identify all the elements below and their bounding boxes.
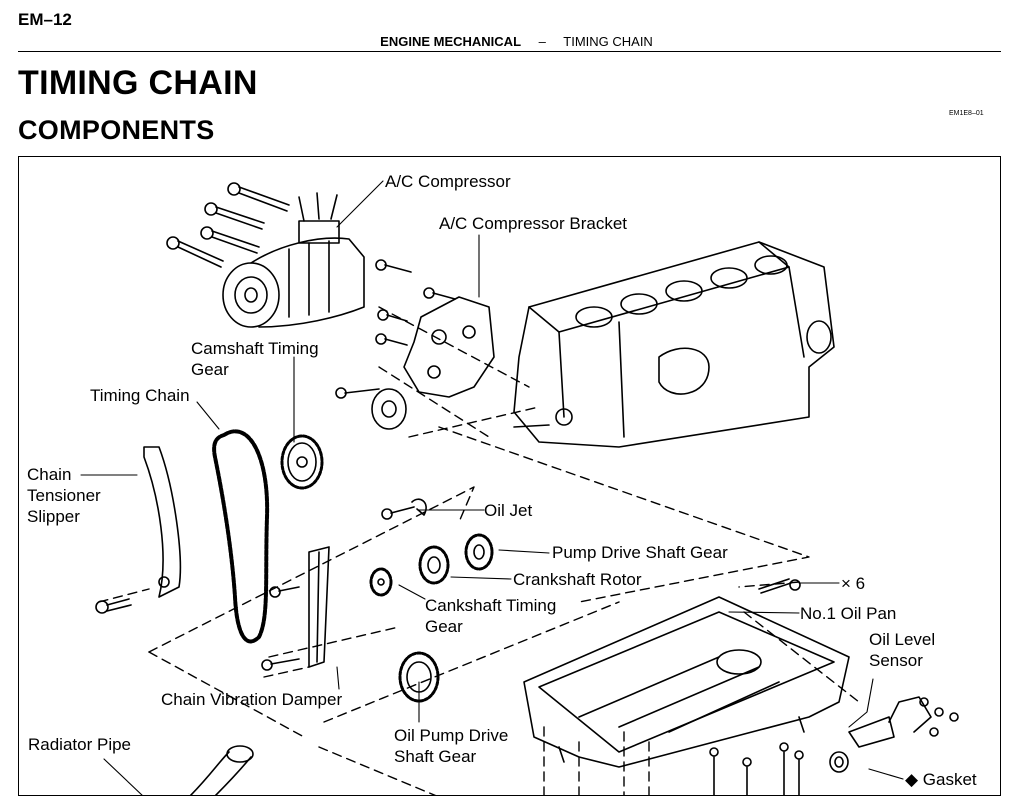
label-oil-pump-drive-shaft-gear-line-1: Oil Pump Drive: [394, 726, 509, 745]
label-crankshaft-timing-gear-line-2: Gear: [425, 617, 463, 636]
label-oil-jet: Oil Jet: [484, 501, 533, 520]
label-crankshaft-rotor: Crankshaft Rotor: [513, 570, 642, 589]
label-chain-tensioner-slipper: Chain Tensioner Slipper: [27, 464, 101, 527]
gasket-drawing: [829, 751, 849, 773]
label-oil-level-sensor-line-2: Sensor: [869, 651, 923, 670]
bracket-bolts: [335, 259, 456, 399]
compressor-bolts: [166, 182, 290, 268]
components-figure: A/C Compressor A/C Compressor Bracket Ca…: [18, 156, 1001, 796]
label-oil-pan: No.1 Oil Pan: [800, 604, 897, 623]
header-rule: [18, 51, 1001, 52]
label-bolt-quantity: × 6: [841, 574, 866, 593]
running-header-section: ENGINE MECHANICAL: [380, 34, 522, 49]
label-oil-pump-drive-shaft-gear: Oil Pump Drive Shaft Gear: [394, 725, 508, 767]
oil-jet-drawing: [381, 498, 427, 520]
leader-lines: [80, 180, 904, 795]
label-camshaft-timing-gear: Camshaft Timing Gear: [191, 338, 319, 380]
assembly-lines: [98, 306, 860, 795]
oil-pump-drive-shaft-gear-drawing: [398, 651, 440, 703]
label-gasket: ◆ Gasket: [905, 770, 977, 789]
label-camshaft-timing-gear-line-2: Gear: [191, 360, 229, 379]
label-camshaft-timing-gear-line-1: Camshaft Timing: [191, 339, 319, 358]
label-ac-compressor: A/C Compressor: [385, 172, 511, 191]
label-chain-tensioner-slipper-line-1: Chain: [27, 465, 72, 484]
compressor-bracket-drawing: [371, 296, 495, 430]
label-ac-compressor-bracket: A/C Compressor Bracket: [439, 214, 627, 233]
cylinder-block-drawing: [513, 241, 835, 448]
oil-pan-lower-bolts: [709, 742, 804, 795]
label-chain-vibration-damper: Chain Vibration Damper: [161, 690, 343, 709]
camshaft-timing-gear-drawing: [280, 434, 324, 490]
label-crankshaft-timing-gear-line-1: Cankshaft Timing: [425, 596, 557, 615]
label-timing-chain: Timing Chain: [90, 386, 190, 405]
label-pump-drive-shaft-gear: Pump Drive Shaft Gear: [552, 543, 728, 562]
chain-tensioner-slipper-drawing: [95, 446, 182, 614]
timing-chain-drawing: [212, 429, 270, 644]
running-header-topic: TIMING CHAIN: [563, 34, 653, 49]
ac-compressor-drawing: [222, 192, 365, 328]
figure-code: EM1E8–01: [949, 110, 984, 117]
label-chain-tensioner-slipper-line-2: Tensioner: [27, 486, 101, 505]
label-oil-pump-drive-shaft-gear-line-2: Shaft Gear: [394, 747, 477, 766]
running-header: ENGINE MECHANICAL – TIMING CHAIN: [0, 34, 1033, 49]
page-title: TIMING CHAIN: [18, 64, 258, 102]
radiator-pipe-drawing: [189, 745, 254, 795]
label-oil-level-sensor: Oil Level Sensor: [869, 629, 935, 671]
oil-pan-bolt-drawing: [758, 578, 801, 594]
section-subtitle: COMPONENTS: [18, 115, 215, 145]
oil-level-sensor-drawing: [848, 696, 959, 748]
chain-vibration-damper-drawing: [261, 546, 330, 671]
page-number: EM–12: [18, 10, 72, 29]
crankshaft-gears-drawing: [369, 533, 494, 597]
label-chain-tensioner-slipper-line-3: Slipper: [27, 507, 80, 526]
running-header-separator: –: [538, 34, 546, 49]
label-radiator-pipe: Radiator Pipe: [28, 735, 132, 754]
label-crankshaft-timing-gear: Cankshaft Timing Gear: [425, 595, 556, 637]
label-oil-level-sensor-line-1: Oil Level: [869, 630, 936, 649]
oil-pan-drawing: [523, 596, 850, 768]
